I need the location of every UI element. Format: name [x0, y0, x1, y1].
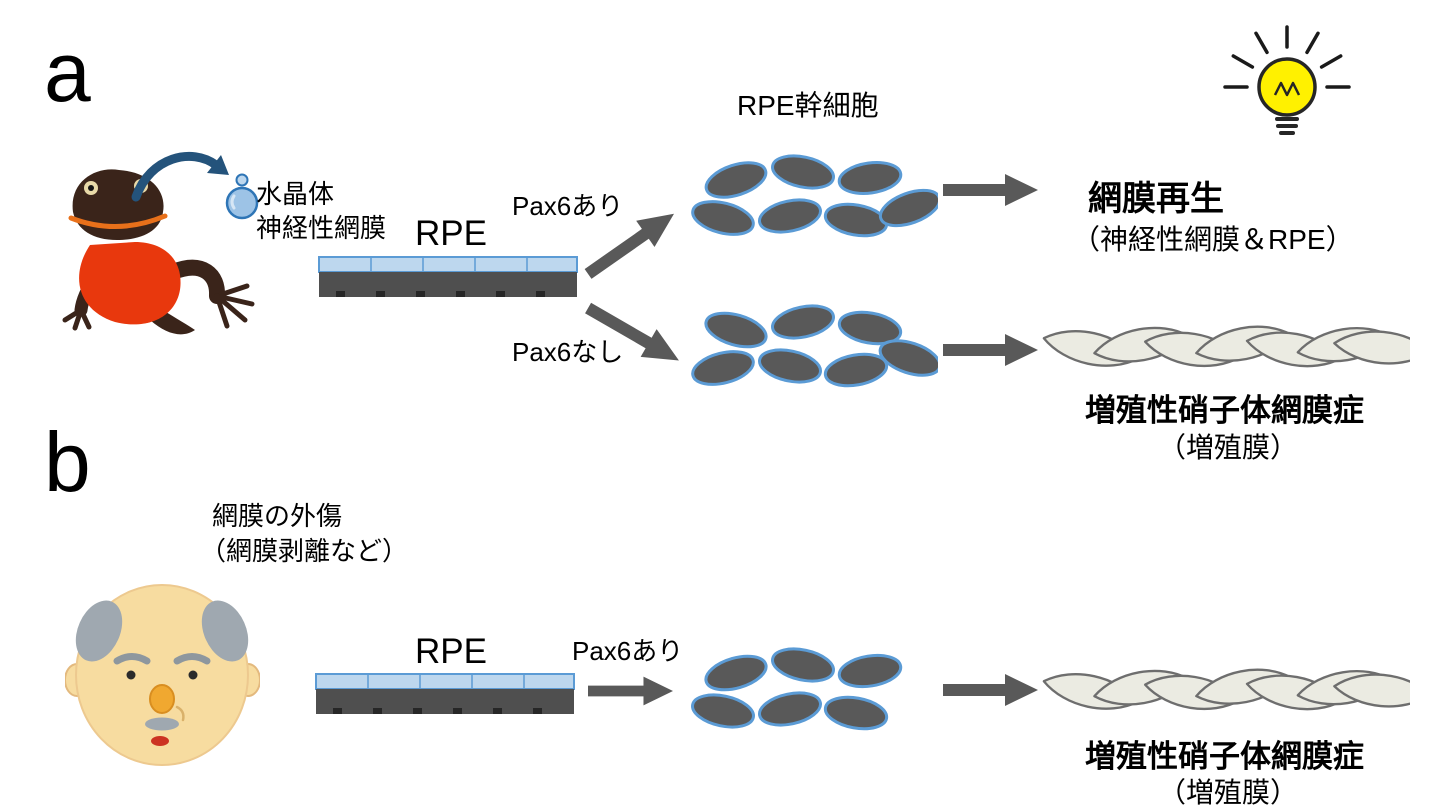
neural-retina-label: 神経性網膜: [256, 213, 387, 243]
cell-cluster-a-bottom: [691, 304, 938, 388]
arrow-a-bottom-icon: [943, 334, 1038, 366]
pvr-subtitle-b: （増殖膜）: [1158, 777, 1299, 807]
membrane-b-icon: [1042, 668, 1410, 711]
regeneration-subtitle: （神経性網膜＆RPE）: [1072, 224, 1354, 255]
panel-a-label: a: [44, 25, 91, 119]
stem-cell-label: RPE幹細胞: [737, 90, 879, 121]
arrow-a-top-icon: [943, 174, 1038, 206]
elderly-man-icon: [65, 584, 260, 766]
panel-b-label: b: [44, 415, 91, 509]
trauma-label-line1: 網膜の外傷: [212, 501, 343, 531]
branch-arrow-down-icon: [585, 302, 679, 361]
curved-arrow-icon: [131, 152, 229, 202]
arrow-b-1-icon: [588, 676, 673, 706]
arrow-b-2-icon: [943, 674, 1038, 706]
branch-arrow-up-icon: [584, 213, 675, 279]
rpe-layer-b: [315, 673, 575, 714]
pax6-present-label-a: Pax6あり: [512, 191, 624, 221]
pvr-subtitle-a: （増殖膜）: [1158, 432, 1299, 463]
rpe-layer-a: [318, 256, 578, 297]
cell-cluster-a-top: [691, 154, 938, 238]
lightbulb-icon: [1223, 25, 1351, 135]
membrane-a-icon: [1042, 325, 1410, 368]
lens-icon: [225, 173, 259, 220]
pax6-absent-label-a: Pax6なし: [512, 337, 624, 367]
rpe-label-a: RPE: [415, 214, 487, 253]
trauma-label-line2: （網膜剥離など）: [200, 536, 409, 566]
regeneration-title: 網膜再生: [1088, 180, 1224, 218]
lens-label: 水晶体: [256, 179, 335, 209]
pvr-title-b: 増殖性硝子体網膜症: [1085, 739, 1364, 774]
rpe-label-b: RPE: [415, 632, 487, 671]
cell-cluster-b: [691, 647, 903, 731]
pvr-title-a: 増殖性硝子体網膜症: [1085, 393, 1364, 428]
pax6-present-label-b: Pax6あり: [572, 636, 684, 666]
